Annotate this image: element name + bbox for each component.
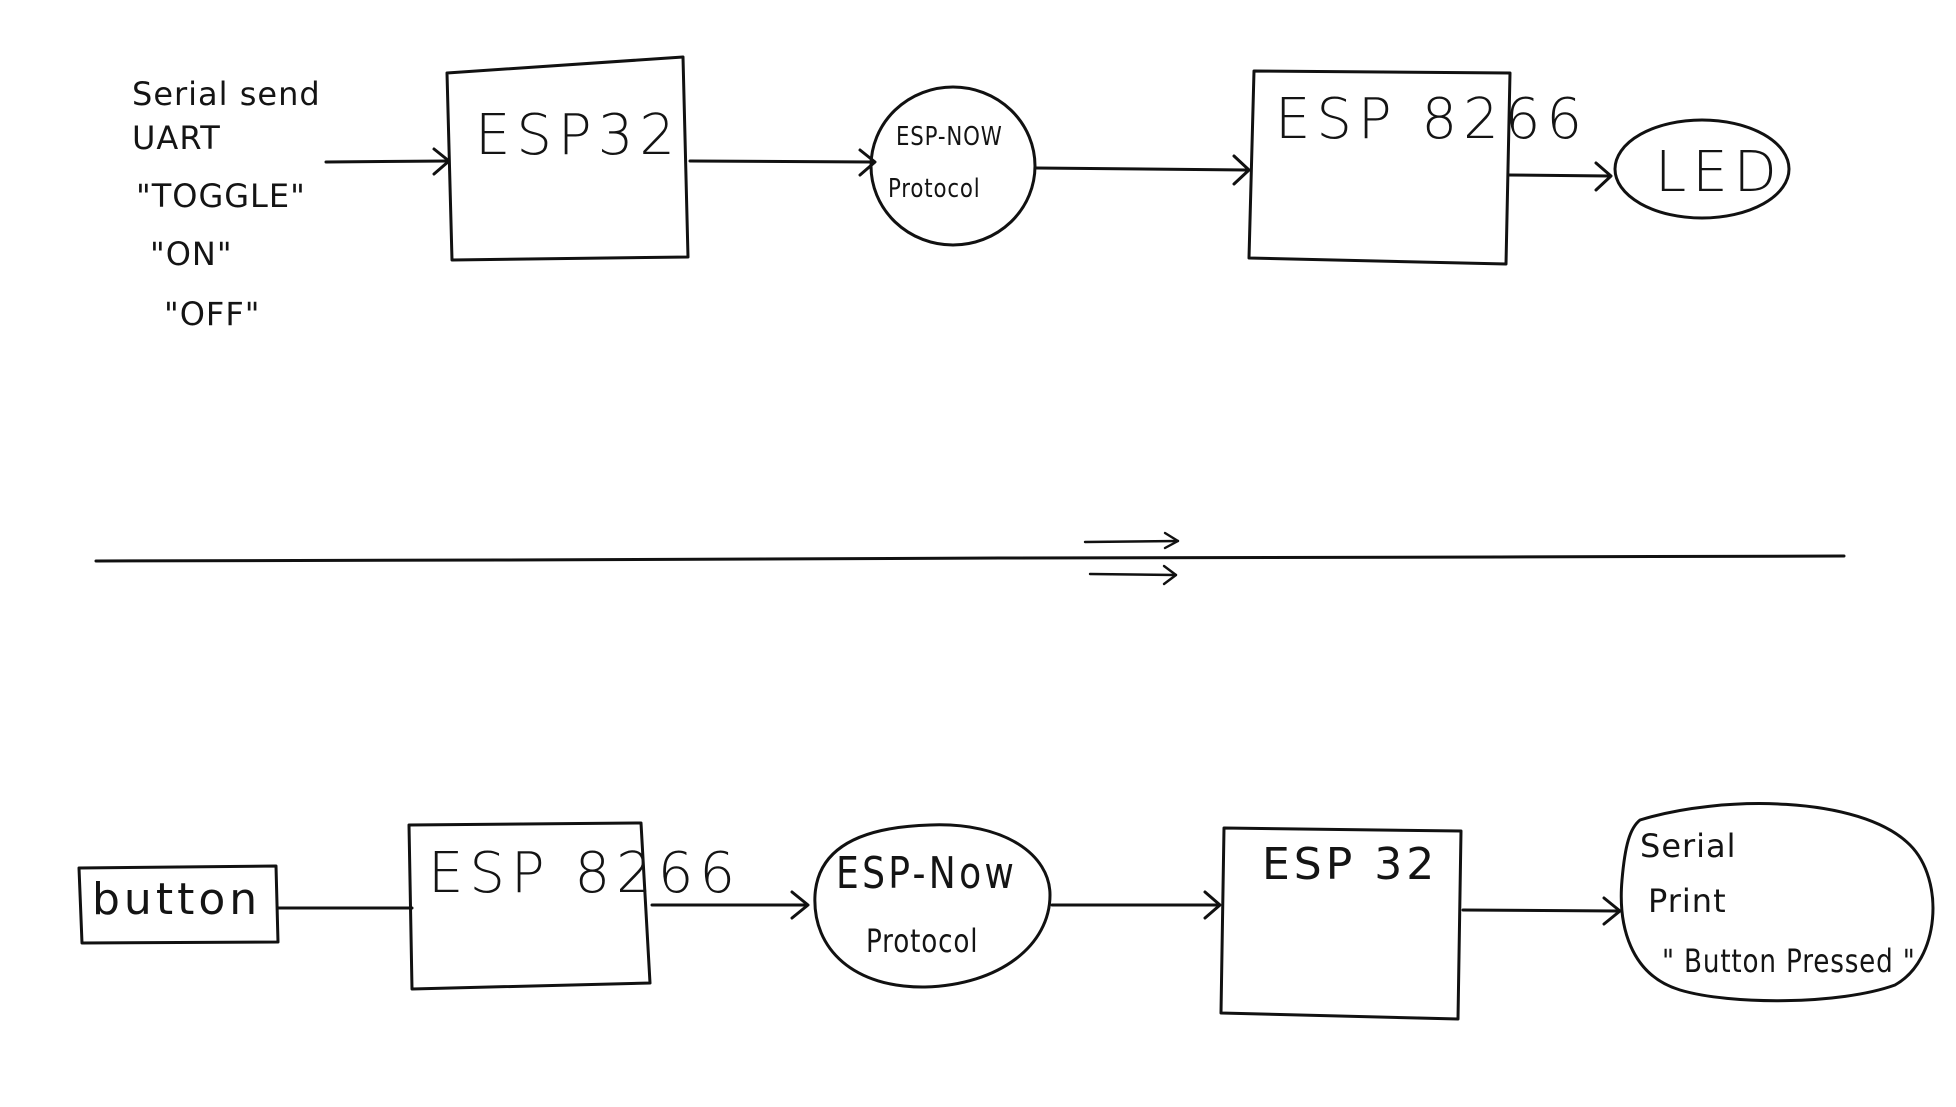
bidirectional-arrows-icon — [1083, 531, 1180, 586]
esp32-label: ESP32 — [475, 103, 681, 168]
input-note-uart: UART — [132, 119, 221, 157]
input-note-toggle: "TOGGLE" — [136, 177, 306, 215]
serial-print-blob — [1619, 802, 1935, 1003]
espnow-label-line1: ESP-NOW — [896, 122, 1003, 152]
esp8266-label: ESP 8266 — [1275, 87, 1589, 152]
serial-print-line1: Serial — [1640, 827, 1737, 865]
esp8266-box-bottom — [407, 821, 652, 991]
espnow-protocol-circle — [869, 85, 1037, 247]
button-box — [77, 864, 280, 945]
arrow-protocol-to-esp8266 — [1034, 154, 1251, 186]
esp32-box-bottom — [1219, 826, 1463, 1021]
arrow-protocol-to-esp32 — [1050, 890, 1222, 920]
arrow-esp32-to-protocol — [688, 148, 877, 177]
input-note-serial-send: Serial send — [132, 75, 321, 113]
input-note-on: "ON" — [150, 235, 233, 273]
arrow-esp8266-to-protocol — [650, 890, 810, 920]
serial-print-line3: " Button Pressed " — [1662, 942, 1916, 980]
esp32-label-bottom: ESP 32 — [1262, 839, 1439, 890]
led-ellipse — [1613, 118, 1791, 220]
esp32-box — [445, 55, 690, 262]
espnow-protocol-ellipse-bottom — [813, 823, 1052, 989]
arrow-esp32-to-serial-print — [1461, 896, 1622, 926]
esp8266-label-bottom: ESP 8266 — [428, 841, 742, 906]
espnow-label-bottom-line2: Protocol — [866, 922, 979, 960]
espnow-label-line2: Protocol — [888, 174, 981, 204]
divider-line — [94, 554, 1846, 563]
input-note-off: "OFF" — [164, 295, 261, 333]
button-label: button — [92, 874, 262, 925]
arrow-input-to-esp32 — [324, 147, 451, 176]
espnow-label-bottom-line1: ESP-Now — [836, 848, 1018, 899]
serial-print-line2: Print — [1648, 882, 1727, 920]
arrow-esp8266-to-led — [1506, 161, 1613, 192]
led-label: LED — [1655, 140, 1783, 205]
esp8266-box — [1247, 69, 1512, 266]
